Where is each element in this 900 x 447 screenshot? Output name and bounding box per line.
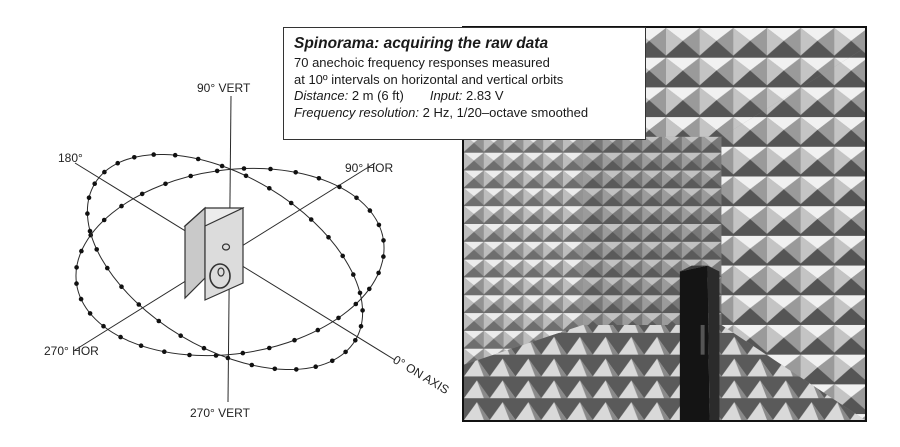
- label-270-vert: 270° VERT: [190, 406, 251, 420]
- info-line-2: at 10º intervals on horizontal and verti…: [294, 72, 635, 89]
- measurement-point: [381, 254, 386, 259]
- measurement-point: [173, 153, 178, 158]
- measurement-point: [94, 247, 99, 252]
- measurement-point: [367, 287, 372, 292]
- measurement-point: [377, 223, 382, 228]
- measurement-point: [101, 324, 106, 329]
- measurement-point: [187, 353, 192, 358]
- measurement-point: [79, 297, 84, 302]
- measurement-point: [358, 291, 363, 296]
- measurement-point: [139, 343, 144, 348]
- input-value: 2.83 V: [462, 88, 503, 103]
- label-180: 180°: [58, 151, 83, 165]
- measurement-point: [242, 166, 247, 171]
- measurement-point: [88, 229, 93, 234]
- measurement-point: [354, 302, 359, 307]
- info-line-4: Frequency resolution: 2 Hz, 1/20–octave …: [294, 105, 635, 122]
- measurement-point: [188, 174, 193, 179]
- info-line-1: 70 anechoic frequency responses measured: [294, 55, 635, 72]
- measurement-point: [102, 170, 107, 175]
- measurement-point: [343, 350, 348, 355]
- measurement-point: [293, 170, 298, 175]
- measurement-point: [137, 302, 142, 307]
- measurement-point: [381, 238, 386, 243]
- info-title: Spinorama: acquiring the raw data: [294, 35, 635, 53]
- measurement-point: [241, 351, 246, 356]
- measurement-point: [196, 157, 201, 162]
- measurement-point: [163, 182, 168, 187]
- measurement-point: [267, 186, 272, 191]
- speaker-side: [185, 208, 205, 298]
- measurement-point: [317, 176, 322, 181]
- measurement-point: [289, 201, 294, 206]
- label-270-hor: 270° HOR: [44, 344, 99, 358]
- label-0-on-axis: 0° ON AXIS: [390, 353, 451, 397]
- measurement-point: [157, 319, 162, 324]
- info-line-3: Distance: 2 m (6 ft) Input: 2.83 V: [294, 88, 635, 105]
- measurement-point: [132, 155, 137, 160]
- measurement-point: [105, 266, 110, 271]
- loudspeaker: [185, 208, 243, 300]
- test-loudspeaker: [680, 266, 720, 420]
- measurement-point: [316, 328, 321, 333]
- measurement-point: [102, 218, 107, 223]
- measurement-point: [294, 367, 299, 372]
- measurement-point: [119, 204, 124, 209]
- measurement-point: [354, 196, 359, 201]
- measurement-point: [215, 169, 220, 174]
- measurement-point: [336, 316, 341, 321]
- measurement-point: [151, 152, 156, 157]
- measurement-point: [162, 349, 167, 354]
- measurement-point: [292, 338, 297, 343]
- measurement-point: [178, 333, 183, 338]
- input-label: Input:: [430, 88, 463, 103]
- measurement-point: [79, 249, 84, 254]
- measurement-point: [74, 265, 79, 270]
- measurement-point: [118, 335, 123, 340]
- measurement-point: [326, 235, 331, 240]
- measurement-point: [340, 254, 345, 259]
- distance-value: 2 m (6 ft): [348, 88, 404, 103]
- measurement-point: [88, 311, 93, 316]
- measurement-point: [85, 211, 90, 216]
- measurement-point: [351, 272, 356, 277]
- label-90-hor: 90° HOR: [345, 161, 393, 175]
- measurement-point: [368, 208, 373, 213]
- measurement-point: [273, 367, 278, 372]
- measurement-point: [268, 167, 273, 172]
- measurement-point: [250, 363, 255, 368]
- info-box: Spinorama: acquiring the raw data 70 ane…: [283, 27, 646, 140]
- measurement-point: [313, 364, 318, 369]
- measurement-point: [353, 338, 358, 343]
- measurement-point: [226, 356, 231, 361]
- measurement-point: [359, 324, 364, 329]
- measurement-point: [140, 192, 145, 197]
- measurement-point: [309, 217, 314, 222]
- distance-label: Distance:: [294, 88, 348, 103]
- measurement-point: [376, 271, 381, 276]
- measurement-point: [267, 346, 272, 351]
- measurement-point: [115, 161, 120, 166]
- measurement-point: [220, 164, 225, 169]
- measurement-point: [330, 359, 335, 364]
- resolution-label: Frequency resolution:: [294, 105, 419, 120]
- label-90-vert: 90° VERT: [197, 81, 251, 95]
- measurement-point: [92, 181, 97, 186]
- measurement-point: [202, 346, 207, 351]
- measurement-point: [360, 308, 365, 313]
- measurement-point: [74, 281, 79, 286]
- measurement-point: [87, 195, 92, 200]
- measurement-point: [119, 284, 124, 289]
- measurement-point: [244, 174, 249, 179]
- resolution-value: 2 Hz, 1/20–octave smoothed: [419, 105, 588, 120]
- measurement-point: [337, 185, 342, 190]
